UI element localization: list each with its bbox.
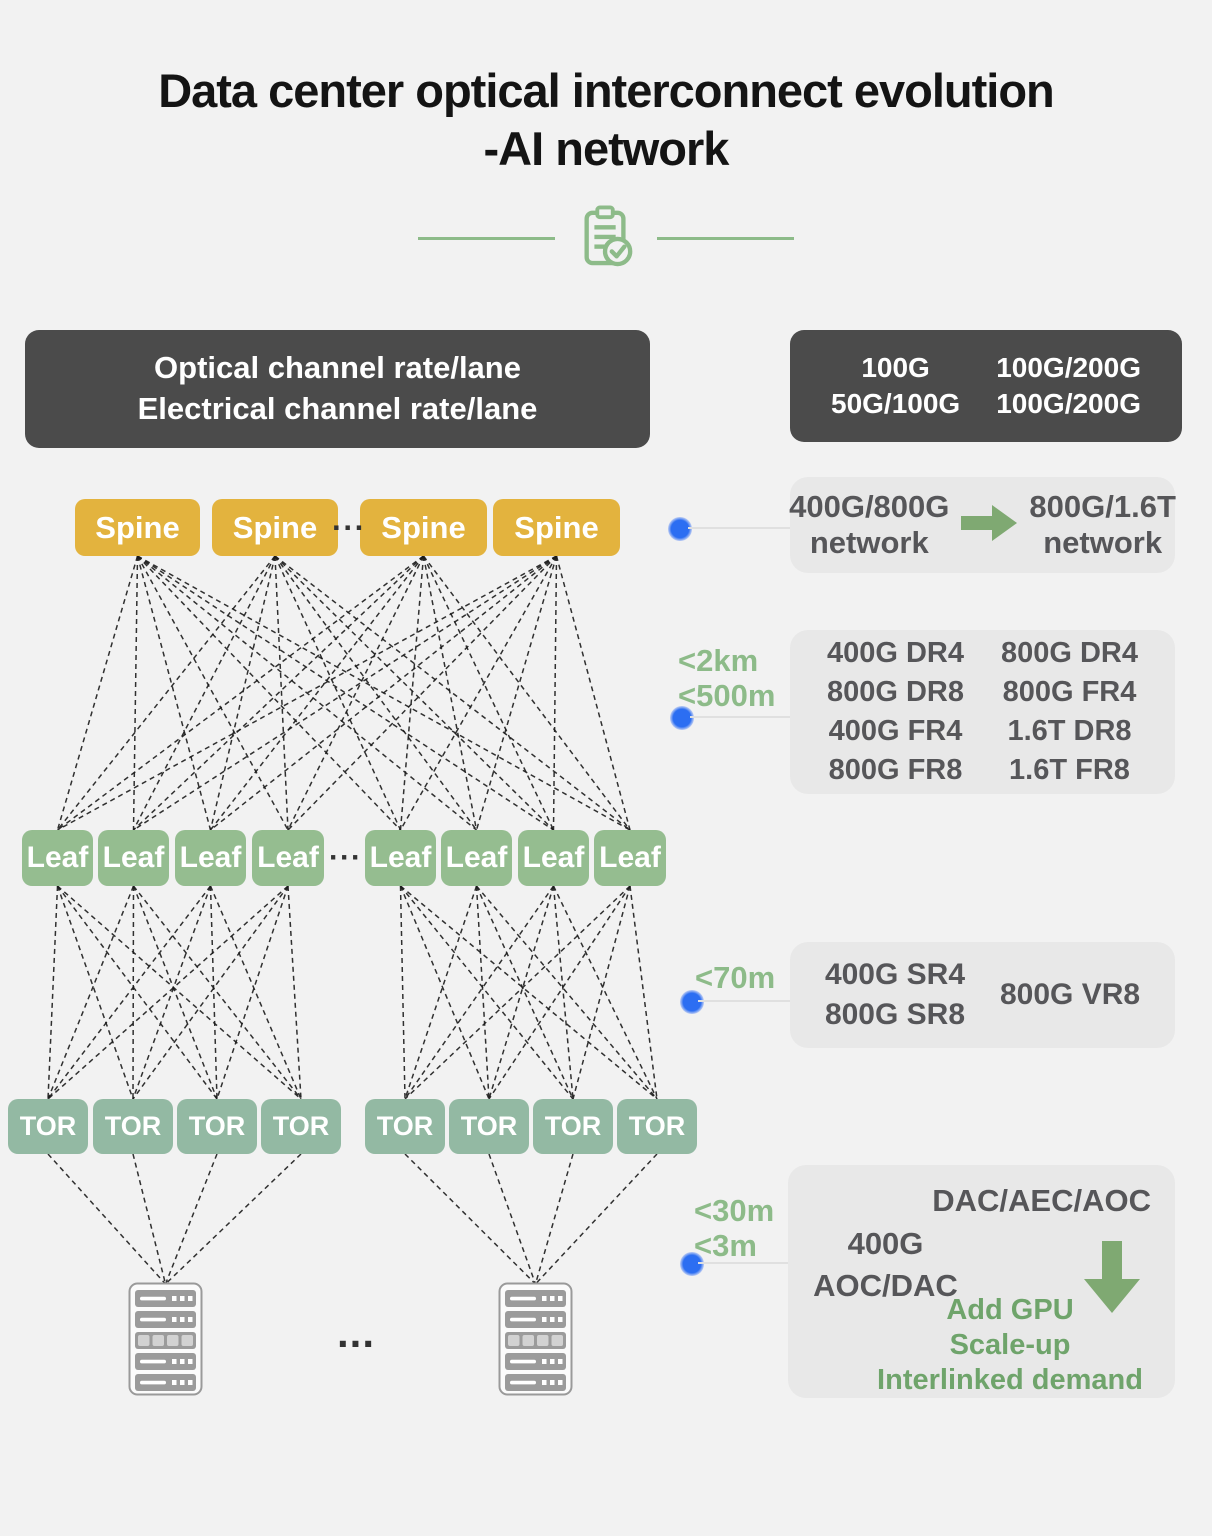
leaf-row-ellipsis: ··· <box>329 841 362 874</box>
optic-module: 800G SR8 <box>824 998 966 1031</box>
400g-aoc-dac-label: 400G AOC/DAC <box>803 1223 968 1307</box>
tor-node: TOR <box>449 1099 529 1154</box>
optic-module: 400G DR4 <box>826 637 964 669</box>
network-evolution-box: 400G/800G network 800G/1.6T network <box>789 477 1176 573</box>
title-line2: -AI network <box>483 122 730 176</box>
distance-70m: <70m <box>695 960 776 995</box>
distance-3m: <3m <box>694 1228 757 1264</box>
leaf-node: Leaf <box>175 830 246 886</box>
title-line1: Data center optical interconnect evoluti… <box>158 64 1055 117</box>
optic-module: 400G SR4 <box>824 958 966 991</box>
tor-node: TOR <box>365 1099 445 1154</box>
distance-label-leaf-tor: <70m <box>695 960 775 995</box>
leaf-node: Leaf <box>441 830 512 886</box>
callout-dot-spine <box>668 517 692 541</box>
tor-node: TOR <box>8 1099 88 1154</box>
optic-module: 1.6T FR8 <box>1009 754 1130 786</box>
tor-server-cabling-box: DAC/AEC/AOC 400G AOC/DAC Add GPU Scale-u… <box>788 1165 1175 1398</box>
spine-node: Spine <box>75 499 200 556</box>
optical-rate-next: 100G/200G <box>996 352 1141 383</box>
tor-node: TOR <box>261 1099 341 1154</box>
distance-30m: <30m <box>694 1193 775 1228</box>
arrow-down-icon <box>1083 1241 1141 1320</box>
optic-module: 800G VR8 <box>999 978 1141 1011</box>
cable-type: AOC/DAC <box>813 1268 958 1303</box>
callout-line-spine-leaf <box>690 716 790 718</box>
evolution-from-rate: 400G/800G <box>789 489 950 525</box>
optic-module: 1.6T DR8 <box>1007 715 1132 747</box>
note-line: Interlinked demand <box>877 1364 1143 1396</box>
server-rack-icon <box>498 1282 573 1396</box>
distance-500m: <500m <box>678 678 776 714</box>
distance-label-spine-leaf: <2km <500m <box>678 643 775 714</box>
optical-rate-label: Optical channel rate/lane <box>154 350 521 386</box>
callout-dot-tor-server <box>680 1252 704 1276</box>
electrical-rate-now: 50G/100G <box>831 388 961 419</box>
title-divider <box>0 204 1212 273</box>
spine-node: Spine <box>360 499 487 556</box>
leaf-node: Leaf <box>518 830 589 886</box>
channel-rate-legend: Optical channel rate/lane Electrical cha… <box>25 330 650 448</box>
leaf-node: Leaf <box>365 830 436 886</box>
optic-module: 800G DR8 <box>826 676 964 708</box>
spine-node: Spine <box>493 499 620 556</box>
leaf-tor-optics-box: 400G SR4 800G SR8 800G VR8 <box>790 942 1175 1048</box>
cable-rate: 400G <box>847 1226 924 1261</box>
spine-node: Spine <box>212 499 338 556</box>
evolution-from-word: network <box>809 525 929 560</box>
arrow-right-icon <box>961 501 1018 550</box>
callout-line-tor-server <box>698 1262 788 1264</box>
tor-node: TOR <box>177 1099 257 1154</box>
tor-node: TOR <box>533 1099 613 1154</box>
optic-module: 400G FR4 <box>828 715 963 747</box>
electrical-rate-label: Electrical channel rate/lane <box>137 391 538 426</box>
distance-label-tor-server: <30m <3m <box>694 1193 774 1264</box>
divider-line-right <box>657 236 794 240</box>
dac-aec-aoc-label: DAC/AEC/AOC <box>932 1183 1151 1218</box>
leaf-node: Leaf <box>22 830 93 886</box>
leaf-node: Leaf <box>252 830 324 886</box>
tor-node: TOR <box>93 1099 173 1154</box>
evolution-to-word: network <box>1043 525 1163 560</box>
spine-leaf-optics-box: 400G DR4 800G DR8 400G FR4 800G FR8 800G… <box>790 630 1175 794</box>
tor-node: TOR <box>617 1099 697 1154</box>
gpu-scaleup-note: Add GPU Scale-up Interlinked demand <box>850 1293 1170 1398</box>
distance-2km: <2km <box>678 643 759 678</box>
optic-module: 800G FR4 <box>1002 676 1137 708</box>
callout-dot-spine-leaf <box>670 706 694 730</box>
optic-module: 800G FR8 <box>828 754 963 786</box>
server-rack-icon <box>128 1282 203 1396</box>
optic-module: 800G DR4 <box>1000 637 1138 669</box>
leaf-node: Leaf <box>594 830 666 886</box>
callout-line-spine <box>688 527 790 529</box>
note-line: Scale-up <box>949 1329 1071 1361</box>
server-row-ellipsis: ... <box>336 1309 375 1356</box>
leaf-node: Leaf <box>98 830 169 886</box>
electrical-rate-next: 100G/200G <box>996 388 1141 419</box>
spine-row-ellipsis: ··· <box>332 509 366 545</box>
callout-line-leaf-tor <box>698 1000 790 1002</box>
page-title: Data center optical interconnect evoluti… <box>0 62 1212 179</box>
rate-values-legend: 100G 100G/200G 50G/100G 100G/200G <box>790 330 1182 442</box>
optical-rate-now: 100G <box>861 352 930 383</box>
evolution-to-rate: 800G/1.6T <box>1029 489 1176 525</box>
divider-line-left <box>418 236 555 240</box>
callout-dot-leaf-tor <box>680 990 704 1014</box>
clipboard-check-icon <box>577 204 635 273</box>
note-line: Add GPU <box>946 1294 1074 1326</box>
